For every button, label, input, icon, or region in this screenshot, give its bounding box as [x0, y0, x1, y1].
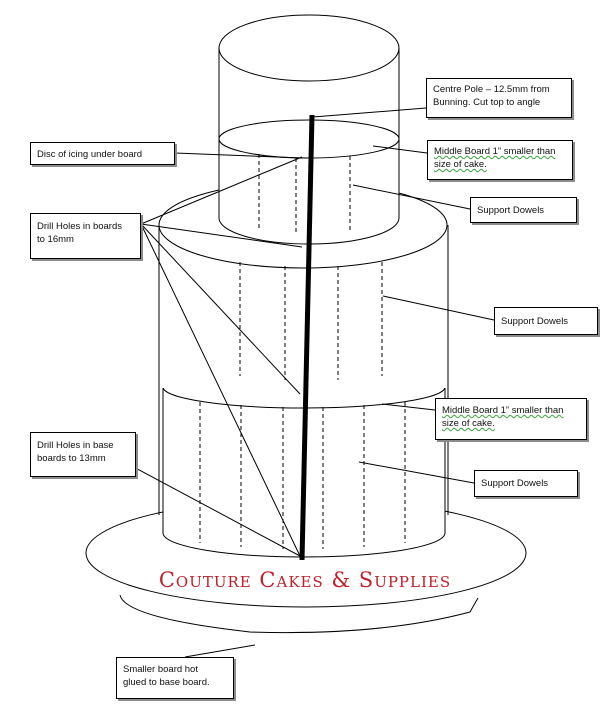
smaller-base-board: [119, 594, 479, 634]
callout-line: Middle Board 1” smaller than: [442, 405, 564, 416]
callout-line: Disc of icing under board: [37, 149, 143, 160]
support-dowels-bottom: [199, 402, 406, 549]
callout-line: Middle Board 1” smaller than: [434, 146, 556, 157]
callout-line: size of cake.: [434, 159, 487, 170]
top-tier-lid: [218, 14, 400, 82]
callout-support-dowels-1: Support Dowels: [470, 197, 577, 223]
support-dowels-top: [258, 154, 351, 232]
callout-support-dowels-2: Support Dowels: [494, 307, 598, 335]
callout-line: Smaller board hot: [123, 664, 198, 675]
callout-drill-holes-boards: Drill Holes in boards to 16mm: [30, 213, 141, 259]
callout-support-dowels-3: Support Dowels: [474, 470, 578, 497]
brand-watermark: Couture Cakes & Supplies: [158, 568, 452, 592]
callout-line: to 16mm: [37, 234, 74, 245]
callout-line: boards to 13mm: [37, 453, 106, 464]
callout-centre-pole: Centre Pole – 12.5mm from Bunning. Cut t…: [426, 78, 572, 118]
callout-middle-board-top: Middle Board 1” smaller than size of cak…: [427, 140, 573, 180]
leader-lines: [114, 107, 495, 658]
callout-middle-board-bottom: Middle Board 1” smaller than size of cak…: [435, 398, 587, 440]
callout-line: Support Dowels: [501, 316, 569, 327]
callout-line: size of cake.: [442, 418, 495, 429]
callout-line: Centre Pole – 12.5mm from: [433, 84, 550, 95]
callout-line: Support Dowels: [477, 205, 545, 216]
centre-pole: [299, 114, 315, 561]
callout-line: Support Dowels: [481, 478, 549, 489]
callout-disc-icing: Disc of icing under board: [30, 142, 175, 165]
callout-smaller-board: Smaller board hot glued to base board.: [116, 657, 234, 699]
callout-line: glued to base board.: [123, 677, 210, 688]
support-dowels-middle: [239, 262, 383, 380]
callout-drill-holes-base: Drill Holes in base boards to 13mm: [30, 432, 136, 477]
callout-line: Bunning. Cut top to angle: [433, 97, 541, 108]
callout-line: Drill Holes in base: [37, 440, 114, 451]
callout-line: Drill Holes in boards: [37, 221, 123, 232]
